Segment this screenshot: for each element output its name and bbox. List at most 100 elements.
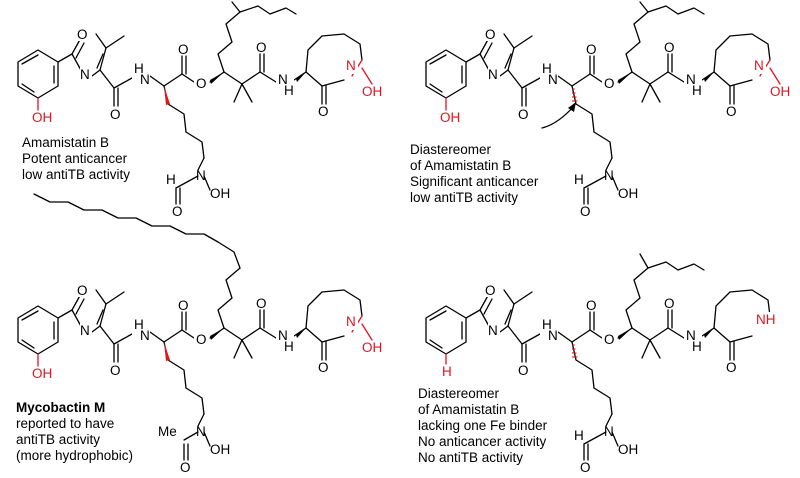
atom-o: O: [178, 298, 189, 313]
hashed-bond-stereocentre: [572, 88, 578, 102]
atom-n: N: [686, 328, 696, 343]
atom-o: O: [318, 360, 329, 375]
atom-h: H: [284, 83, 294, 98]
caption-line: reported to have: [16, 416, 114, 431]
atom-o: O: [256, 296, 267, 311]
atom-o: O: [726, 360, 737, 375]
atom-o: O: [180, 460, 191, 475]
atom-h: H: [442, 364, 452, 379]
caption-panel-3: Mycobactin M reported to have antiTB act…: [16, 400, 133, 463]
atom-nh: NH: [756, 312, 776, 327]
atom-o: O: [318, 104, 329, 119]
atom-o: O: [580, 204, 591, 219]
atom-n: N: [346, 58, 356, 73]
atom-o: O: [485, 27, 496, 42]
atom-h: H: [134, 317, 144, 332]
atom-oh: OH: [32, 366, 52, 381]
atom-n: N: [278, 72, 288, 87]
caption-line: Amamistatin B: [22, 135, 109, 150]
atom-o: O: [77, 27, 88, 42]
atom-h: H: [284, 339, 294, 354]
caption-line: (more hydrophobic): [16, 448, 133, 463]
atom-h: H: [134, 61, 144, 76]
molecule-diastereomer-1: O N O H N O O O H N O N OH OH H N OH O D…: [410, 1, 790, 219]
atom-oh: OH: [210, 442, 230, 457]
curved-arrow: [541, 105, 575, 129]
atom-oh: OH: [440, 110, 460, 125]
atom-o: O: [77, 283, 88, 298]
atom-o: O: [196, 332, 207, 347]
caption-line: Potent anticancer: [22, 151, 128, 166]
atom-oh: OH: [618, 442, 638, 457]
atom-o: O: [110, 363, 121, 378]
atom-o: O: [196, 76, 207, 91]
molecule-mycobactin-m: O N O H N O O O H N O N OH OH Me N OH O …: [16, 193, 382, 475]
atom-n: N: [346, 314, 356, 329]
arrow-head: [568, 102, 576, 112]
caption-line: Significant anticancer: [410, 174, 539, 189]
caption-title: Mycobactin M: [16, 400, 105, 415]
caption-panel-2: Diastereomer of Amamistatin B Significan…: [410, 142, 539, 205]
atom-h: H: [574, 172, 584, 187]
caption-line: No anticancer activity: [418, 434, 547, 449]
atom-oh: OH: [770, 84, 790, 99]
caption-line: antiTB activity: [16, 432, 100, 447]
atom-me: Me: [158, 424, 177, 439]
caption-panel-4: Diastereomer of Amamistatin B lacking on…: [418, 386, 548, 465]
atom-n: N: [686, 72, 696, 87]
atom-n: N: [196, 424, 206, 439]
atom-n: N: [278, 328, 288, 343]
atom-o: O: [518, 107, 529, 122]
atom-o: O: [586, 42, 597, 57]
atom-n: N: [488, 323, 498, 338]
atom-n: N: [140, 328, 150, 343]
molecule-amamistatin-b: O N O H N O O O H N O N OH OH H N OH O A…: [17, 1, 382, 219]
atom-o: O: [172, 204, 183, 219]
atom-o: O: [604, 76, 615, 91]
atom-n: N: [754, 58, 764, 73]
atom-h: H: [692, 83, 702, 98]
caption-line: of Amamistatin B: [418, 402, 519, 417]
caption-line: Diastereomer: [418, 386, 500, 401]
atom-h: H: [574, 428, 584, 443]
caption-panel-1: Amamistatin B Potent anticancer low anti…: [22, 135, 130, 182]
atom-oh: OH: [618, 186, 638, 201]
atom-n: N: [548, 328, 558, 343]
atom-o: O: [256, 40, 267, 55]
atom-n: N: [604, 424, 614, 439]
atom-o: O: [604, 332, 615, 347]
atom-o: O: [178, 42, 189, 57]
atom-h: H: [166, 172, 176, 187]
hashed-bond-stereocentre: [572, 344, 578, 358]
atom-o: O: [110, 107, 121, 122]
atom-o: O: [664, 40, 675, 55]
atom-n: N: [548, 72, 558, 87]
atom-o: O: [586, 298, 597, 313]
atom-oh: OH: [32, 110, 52, 125]
atom-n: N: [604, 168, 614, 183]
atom-h: H: [692, 339, 702, 354]
atom-oh: OH: [210, 186, 230, 201]
caption-line: low antiTB activity: [410, 190, 518, 205]
atom-n: N: [488, 67, 498, 82]
caption-line: of Amamistatin B: [410, 158, 511, 173]
molecule-diastereomer-2: O N O H N O O O H N O NH H H N OH O Dias…: [418, 253, 776, 475]
atom-o: O: [518, 363, 529, 378]
caption-line: low antiTB activity: [22, 167, 130, 182]
atom-o: O: [664, 296, 675, 311]
atom-n: N: [140, 72, 150, 87]
atom-n: N: [196, 168, 206, 183]
caption-line: Diastereomer: [410, 142, 492, 157]
atom-o: O: [580, 460, 591, 475]
atom-n: N: [80, 323, 90, 338]
caption-line: No antiTB activity: [418, 450, 523, 465]
atom-o: O: [485, 283, 496, 298]
atom-oh: OH: [362, 340, 382, 355]
atom-n: N: [80, 67, 90, 82]
atom-oh: OH: [362, 84, 382, 99]
caption-line: lacking one Fe binder: [418, 418, 548, 433]
atom-h: H: [542, 61, 552, 76]
atom-h: H: [542, 317, 552, 332]
atom-o: O: [726, 104, 737, 119]
